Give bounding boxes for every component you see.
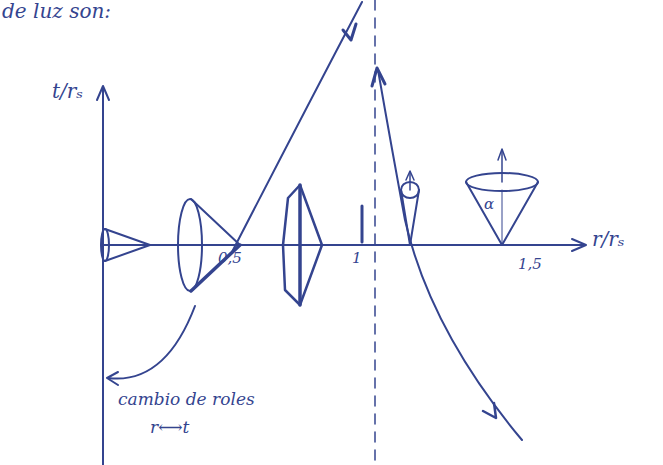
future-arrow [406,171,414,180]
light-ray [378,70,522,440]
axis-arrow [97,86,109,100]
light-ray [232,2,362,252]
axis-label: r/rₛ [592,228,625,251]
light-cone [298,185,302,305]
light-cone [105,229,150,245]
callout-arrow [107,372,118,385]
future-arrow [501,150,503,182]
cone-axis [502,190,503,245]
ray-arrow [372,68,385,86]
note-text: de luz son: [2,0,111,23]
t-axis [102,88,104,465]
degenerate-cone [361,206,364,242]
future-arrow [498,149,506,160]
light-cone [283,185,322,305]
ray-arrow [483,403,496,418]
light-cone [191,199,240,245]
note-text: cambio de roles [118,390,255,410]
light-cone [178,199,202,291]
callout-arrow [108,306,195,379]
light-cone [101,229,109,261]
tick-label: 1 [352,250,362,267]
angle-label: α [484,196,494,213]
axis-label: t/rₛ [52,80,83,103]
tick-label: 0,5 [218,250,242,267]
ray-arrow [343,24,356,40]
future-arrow [409,172,411,190]
tick-label: 1,5 [518,256,542,273]
note-text: r⟷t [150,418,189,438]
r-axis [103,244,585,246]
axis-arrow [572,239,586,251]
light-cone [105,245,150,261]
